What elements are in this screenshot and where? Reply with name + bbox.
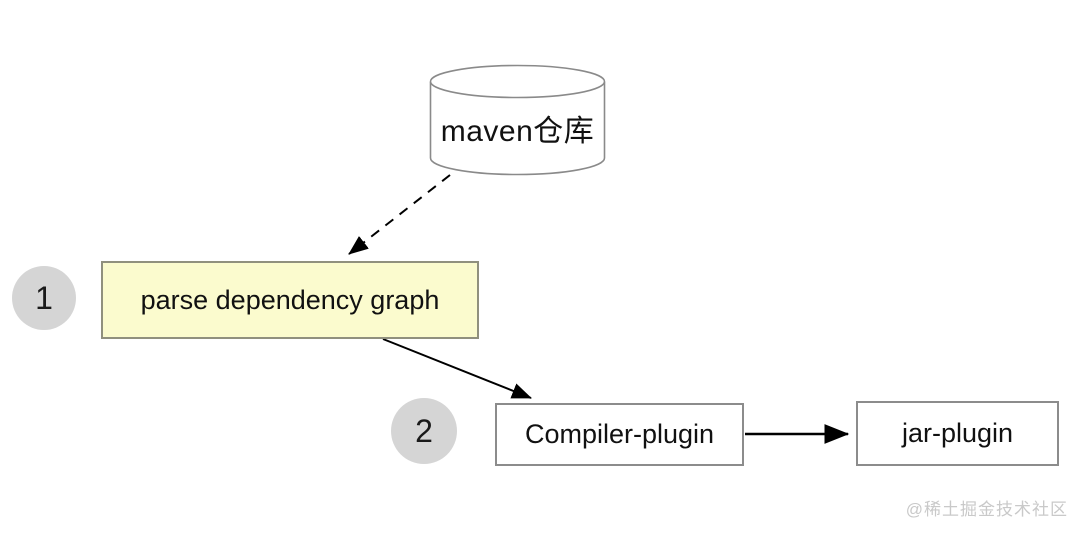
arrow-parse-to-compiler [382,338,532,399]
step-1-badge: 1 [12,266,76,330]
step-2-badge-number: 2 [415,412,433,449]
database-cylinder-icon [429,64,606,176]
step-1-badge-number: 1 [35,279,53,316]
watermark: @稀土掘金技术社区 [905,500,1068,519]
jar-plugin-label: jar-plugin [901,418,1014,448]
maven-repo-label: maven仓库 [440,115,595,148]
step-2-badge: 2 [391,398,457,464]
jar-plugin-node: jar-plugin [856,401,1059,466]
maven-repo-node [429,64,606,176]
compiler-plugin-label: Compiler-plugin [524,419,715,449]
dashed-arrow-repo-to-parse [348,174,451,255]
parse-dependency-graph-node: parse dependency graph [101,261,479,339]
compiler-plugin-node: Compiler-plugin [495,403,744,466]
parse-dependency-graph-label: parse dependency graph [140,284,440,315]
